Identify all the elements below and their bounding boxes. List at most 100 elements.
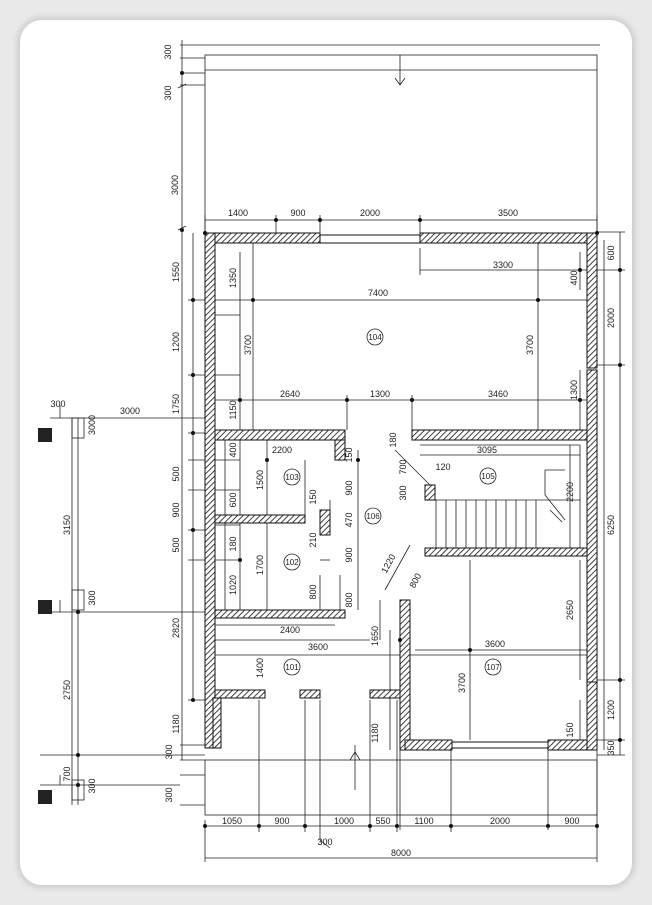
room-tag-103: 103 (283, 468, 301, 486)
room-tag-105: 105 (479, 467, 497, 485)
dim-label: 8000 (391, 848, 411, 858)
svg-text:102: 102 (285, 558, 299, 567)
dim-label: 1500 (255, 470, 265, 490)
dim-label: 300 (317, 837, 332, 847)
dim-label: 3000 (87, 415, 97, 435)
dim-label: 550 (375, 816, 390, 826)
dim-label: 3460 (488, 389, 508, 399)
dim-label: 1180 (370, 723, 380, 742)
dim-label: 600 (606, 245, 616, 260)
dim-label: 150 (344, 447, 354, 462)
dim-label: 120 (435, 462, 450, 472)
dim-label: 1050 (222, 816, 242, 826)
dim-label: 300 (163, 85, 173, 100)
dim-label: 900 (290, 208, 305, 218)
dim-label: 1020 (228, 575, 238, 595)
dim-label: 3095 (477, 445, 497, 455)
dim-label: 300 (163, 44, 173, 59)
dim-label: 2820 (171, 618, 181, 638)
room-tag-107: 107 (484, 658, 502, 676)
dim-label: 180 (388, 432, 398, 447)
dim-label: 3150 (62, 515, 72, 535)
dim-label: 3000 (170, 175, 180, 195)
dim-label: 900 (344, 547, 354, 562)
room-tags: 104 103 102 106 105 101 107 (283, 328, 502, 676)
dim-label: 350 (606, 740, 616, 755)
dim-label: 2000 (606, 308, 616, 328)
room-tag-102: 102 (283, 553, 301, 571)
dim-label: 300 (164, 787, 174, 802)
dim-label: 1350 (228, 268, 238, 288)
dim-label: 3500 (498, 208, 518, 218)
dim-label: 1150 (228, 400, 238, 419)
axis-marks (38, 428, 52, 804)
dim-label: 3300 (493, 260, 513, 270)
dim-label: 180 (228, 536, 238, 551)
drawing-card (20, 20, 632, 885)
dim-label: 3700 (457, 673, 467, 693)
dim-label: 900 (274, 816, 289, 826)
dim-label: 3600 (308, 642, 328, 652)
dim-label: 300 (164, 744, 174, 759)
svg-text:106: 106 (366, 512, 380, 521)
dim-label: 6250 (606, 515, 616, 535)
dim-label: 3000 (120, 406, 140, 416)
dim-label: 1220 (379, 552, 397, 574)
dim-label: 800 (308, 584, 318, 599)
dim-label: 2000 (490, 816, 510, 826)
dim-label: 1700 (255, 555, 265, 575)
dim-label: 470 (344, 512, 354, 527)
dim-label: 1550 (171, 262, 181, 282)
dim-label: 800 (344, 592, 354, 607)
dim-label: 1200 (171, 332, 181, 352)
svg-text:101: 101 (285, 663, 299, 672)
dim-label: 1750 (171, 394, 181, 414)
dim-label: 400 (228, 442, 238, 457)
dim-label: 900 (171, 502, 181, 517)
dim-label: 500 (171, 537, 181, 552)
room-tag-106: 106 (364, 507, 382, 525)
room-tag-104: 104 (366, 328, 384, 346)
dim-label: 2000 (360, 208, 380, 218)
dim-label: 1000 (334, 816, 354, 826)
dim-label: 7400 (368, 288, 388, 298)
stair-treads (435, 500, 537, 548)
dim-label: 1650 (370, 626, 380, 646)
dim-label: 1180 (171, 714, 181, 733)
dim-label: 2400 (280, 625, 300, 635)
dim-label: 3700 (243, 335, 253, 355)
dim-label: 700 (398, 459, 408, 474)
room-tag-101: 101 (283, 658, 301, 676)
dim-label: 800 (407, 572, 423, 590)
dim-label: 3600 (485, 639, 505, 649)
dim-label: 300 (87, 590, 97, 605)
dim-label: 400 (569, 270, 579, 285)
dim-label: 1400 (255, 658, 265, 678)
dim-label: 3700 (525, 335, 535, 355)
dim-label: 300 (50, 399, 65, 409)
dim-label: 1200 (606, 700, 616, 720)
dim-label: 900 (564, 816, 579, 826)
dim-label: 1100 (414, 816, 433, 826)
dim-label: 150 (565, 722, 575, 737)
dim-label: 1300 (569, 380, 579, 400)
dim-label: 210 (308, 532, 318, 547)
walls (204, 232, 598, 751)
dimension-labels-vertical: 300 300 3000 1550 1200 1750 500 900 500 … (62, 44, 616, 802)
dim-label: 2200 (565, 482, 575, 502)
dim-label: 2650 (565, 600, 575, 620)
dim-label: 300 (87, 778, 97, 793)
dimension-lines (40, 40, 625, 862)
dim-label: 150 (308, 489, 318, 504)
svg-text:107: 107 (486, 663, 500, 672)
windows (204, 234, 549, 749)
dimension-labels: 1400 900 2000 3500 3300 7400 2640 1300 3… (50, 208, 579, 858)
dim-label: 1300 (370, 389, 390, 399)
svg-text:105: 105 (481, 472, 495, 481)
dim-label: 2750 (62, 680, 72, 700)
dim-label: 1400 (228, 208, 248, 218)
dim-label: 300 (398, 485, 408, 500)
node-dots (76, 71, 622, 828)
dim-label: 900 (344, 480, 354, 495)
